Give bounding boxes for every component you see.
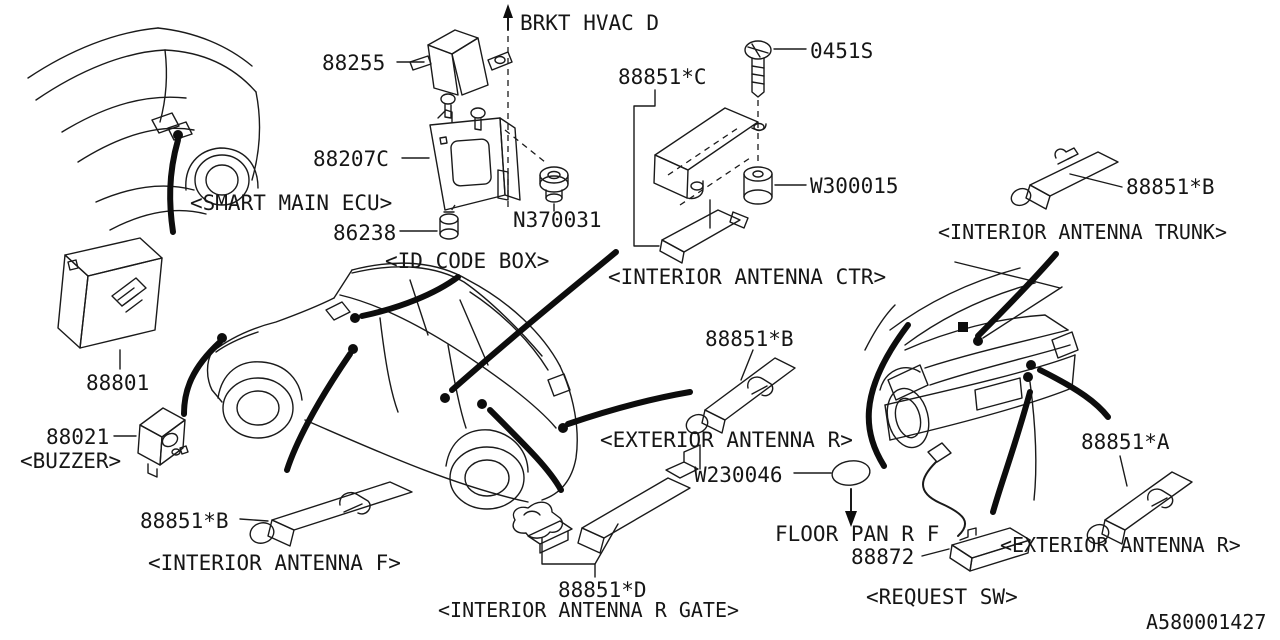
exterior-antenna-r-mid-part bbox=[685, 357, 796, 435]
caption-id-code-box: <ID CODE BOX> bbox=[385, 249, 549, 273]
caption-interior-antenna-trunk: <INTERIOR ANTENNA TRUNK> bbox=[938, 220, 1227, 244]
callout-leaders bbox=[113, 48, 1128, 578]
interior-antenna-ctr-part bbox=[633, 89, 767, 264]
caption-interior-antenna-ctr: <INTERIOR ANTENNA CTR> bbox=[608, 265, 886, 289]
caption-request-sw: <REQUEST SW> bbox=[866, 585, 1018, 609]
labels: BRKT HVAC D 88255 88207C <SMART MAIN ECU… bbox=[20, 11, 1266, 634]
part-number-86238: 86238 bbox=[333, 221, 396, 245]
part-number-w230046: W230046 bbox=[694, 463, 783, 487]
caption-interior-antenna-f: <INTERIOR ANTENNA F> bbox=[148, 551, 401, 575]
nut-n370031-part bbox=[539, 166, 569, 212]
car-hatchback-sketch bbox=[206, 262, 578, 510]
location-dots bbox=[173, 130, 1036, 433]
nut-86238-part bbox=[439, 211, 459, 240]
part-number-88851d: 88851*D bbox=[558, 578, 647, 602]
part-number-88851b-front: 88851*B bbox=[140, 509, 229, 533]
drawing-number: A580001427 bbox=[1146, 610, 1266, 634]
screw-0451s-part bbox=[744, 40, 772, 166]
caption-exterior-antenna-r-bottom: <EXTERIOR ANTENNA R> bbox=[1000, 533, 1241, 557]
exterior-antenna-r-bottom-part bbox=[1086, 471, 1193, 545]
part-number-88851a: 88851*A bbox=[1081, 430, 1170, 454]
caption-exterior-antenna-r-mid: <EXTERIOR ANTENNA R> bbox=[600, 428, 853, 452]
caption-buzzer: <BUZZER> bbox=[20, 449, 121, 473]
part-number-0451s: 0451S bbox=[810, 39, 873, 63]
buzzer-part bbox=[137, 407, 189, 478]
part-number-w300015: W300015 bbox=[810, 174, 899, 198]
part-number-88255: 88255 bbox=[322, 51, 385, 75]
caption-floor-pan-r-f: FLOOR PAN R F bbox=[775, 522, 939, 546]
car-front-quarter-sketch bbox=[27, 27, 261, 231]
part-number-88851b-exterior: 88851*B bbox=[705, 327, 794, 351]
smart-main-ecu-part bbox=[57, 237, 163, 370]
part-number-88801: 88801 bbox=[86, 371, 149, 395]
label-brkt-hvac-d: BRKT HVAC D bbox=[520, 11, 659, 35]
part-number-88851c: 88851*C bbox=[618, 65, 707, 89]
part-number-n370031: N370031 bbox=[513, 208, 602, 232]
part-number-88851b-trunk: 88851*B bbox=[1126, 175, 1215, 199]
interior-antenna-f-part bbox=[249, 481, 413, 547]
request-sw-part bbox=[922, 442, 1031, 572]
caption-smart-main-ecu: <SMART MAIN ECU> bbox=[190, 191, 392, 215]
grommet-w230046-part bbox=[831, 460, 871, 527]
leader-arcs bbox=[167, 137, 1111, 515]
caption-interior-antenna-r-gate: <INTERIOR ANTENNA R GATE> bbox=[438, 598, 739, 622]
interior-antenna-r-gate-part bbox=[512, 444, 701, 554]
part-number-88021: 88021 bbox=[46, 425, 109, 449]
bracket-88255-part bbox=[409, 29, 513, 131]
part-number-88872: 88872 bbox=[851, 545, 914, 569]
grommet-w300015-part bbox=[743, 166, 773, 205]
interior-antenna-trunk-part bbox=[1010, 147, 1119, 210]
id-code-box-part bbox=[429, 109, 546, 215]
part-number-88207c: 88207C bbox=[313, 147, 389, 171]
car-sedan-rear-sketch bbox=[864, 261, 1079, 501]
